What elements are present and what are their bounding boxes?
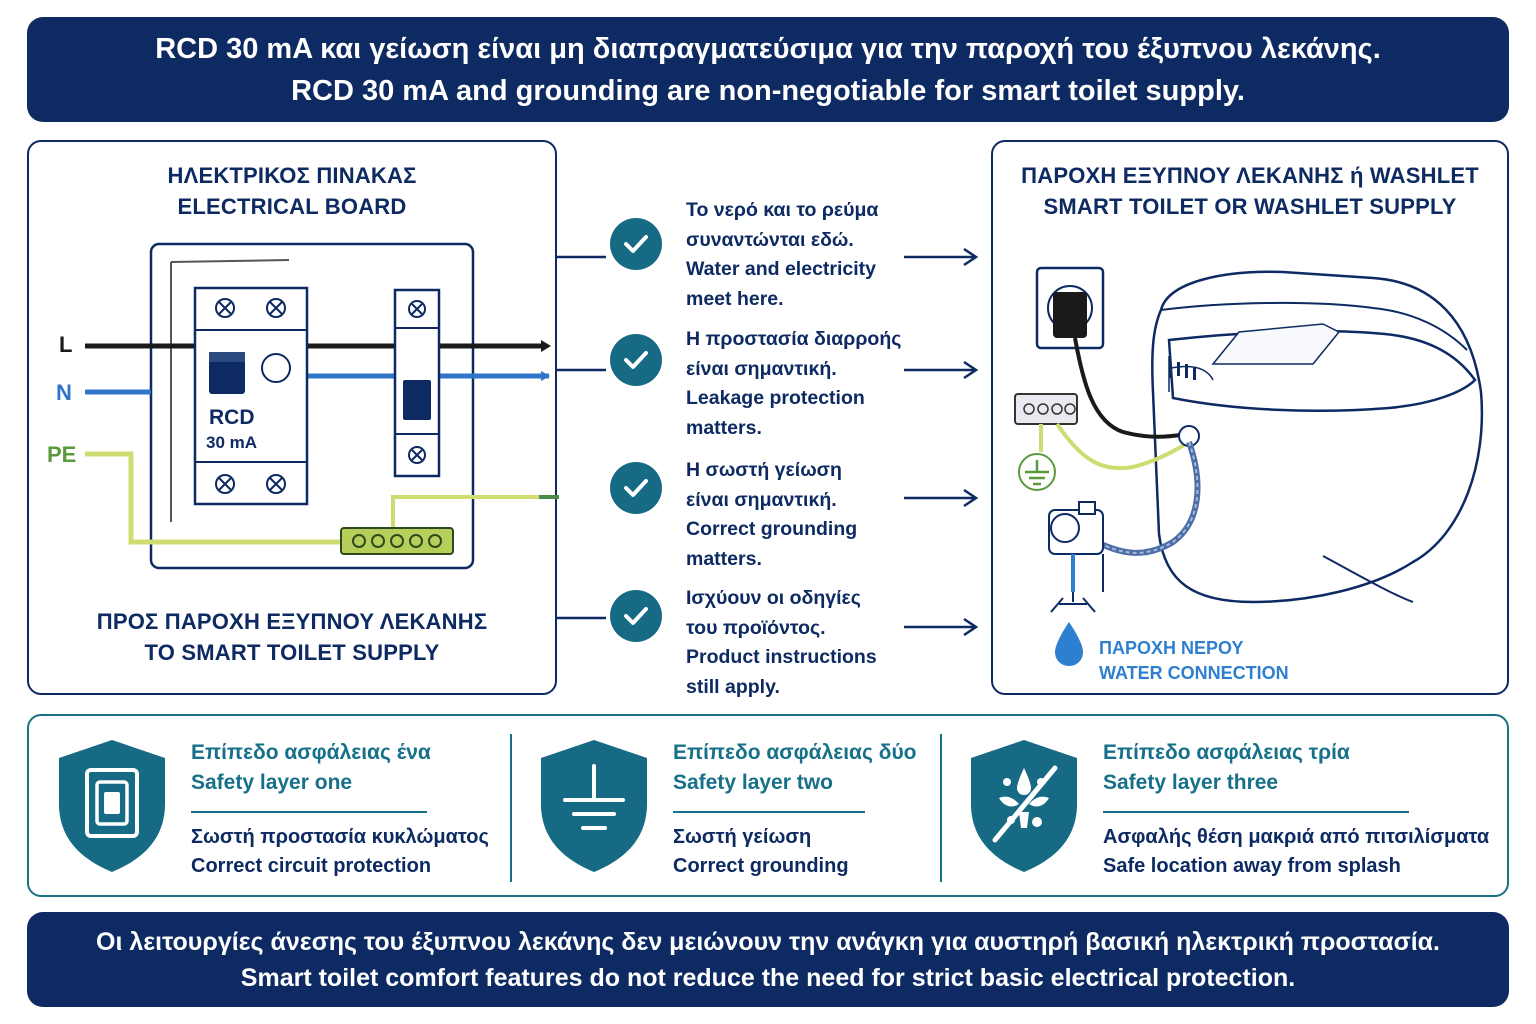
check-icon <box>610 218 662 270</box>
toilet-title-greek: ΠΑΡΟΧΗ ΕΞΥΠΝΟΥ ΛΕΚΑΝΗΣ ή WASHLET <box>1021 163 1479 188</box>
layer-three-description: Ασφαλής θέση μακριά από πιτσιλίσματα Saf… <box>1103 826 1490 877</box>
layer-two-title: Επίπεδο ασφάλειας δύο Safety layer two <box>673 741 917 794</box>
pe-wire-out <box>391 495 559 528</box>
water-drop-icon <box>1055 622 1083 666</box>
header-banner: RCD 30 mA και γείωση είναι μη διαπραγματ… <box>27 17 1509 122</box>
layer-two-description: Σωστή γείωση Correct grounding <box>673 826 849 877</box>
header-text-greek: RCD 30 mA και γείωση είναι μη διαπραγματ… <box>155 32 1381 65</box>
toilet-diagram: ΠΑΡΟΧΗ ΝΕΡΟΥ WATER CONNECTION <box>1014 266 1484 683</box>
check-item-water-electricity: Το νερό και το ρεύμα συναντώνται εδώ. Wa… <box>686 199 879 310</box>
breaker-shield-icon <box>59 740 165 872</box>
board-footer-greek: ΠΡΟΣ ΠΑΡΟΧΗ ΕΞΥΠΝΟΥ ΛΕΚΑΝΗΣ <box>96 609 488 634</box>
label-n: N <box>56 380 72 405</box>
mcb-toggle <box>403 380 431 420</box>
electrical-board-panel: ΗΛΕΚΤΡΙΚΟΣ ΠΙΝΑΚΑΣ ELECTRICAL BOARD <box>27 140 559 695</box>
pe-wire <box>85 451 341 545</box>
rcd-label: RCD <box>209 406 255 429</box>
rcd-rating: 30 mA <box>206 433 257 452</box>
board-title-greek: ΗΛΕΚΤΡΙΚΟΣ ΠΙΝΑΚΑΣ <box>167 163 417 188</box>
plug-icon <box>1053 292 1087 338</box>
footer-text-english: Smart toilet comfort features do not red… <box>240 963 1296 992</box>
earth-wire <box>1055 422 1191 471</box>
earth-terminal-screws <box>352 534 442 548</box>
label-l: L <box>59 332 72 357</box>
layer-divider <box>940 734 942 882</box>
layer-two-rule <box>673 811 865 813</box>
no-splash-shield-icon <box>971 740 1077 872</box>
earth-terminal-bar <box>340 527 454 555</box>
layer-divider <box>510 734 512 882</box>
check-item-grounding: Η σωστή γείωση είναι σημαντική. Correct … <box>686 459 858 570</box>
safety-layer-three: Επίπεδο ασφάλειας τρία Safety layer thre… <box>941 716 1509 895</box>
check-item-leakage: Η προστασία διαρροής είναι σημαντική. Le… <box>686 328 902 439</box>
smart-toilet-panel: ΠΑΡΟΧΗ ΕΞΥΠΝΟΥ ΛΕΚΑΝΗΣ ή WASHLET SMART T… <box>991 140 1509 695</box>
water-label-english: WATER CONNECTION <box>1099 663 1289 683</box>
power-cable <box>1073 337 1188 439</box>
footer-text-greek: Οι λειτουργίες άνεσης του έξυπνου λεκάνη… <box>96 927 1440 956</box>
rcd-device <box>193 286 309 506</box>
ground-shield-icon <box>541 740 647 872</box>
neutral-wire-arrow <box>541 371 550 381</box>
check-icon <box>610 462 662 514</box>
safety-layers-panel: Επίπεδο ασφάλειας ένα Safety layer one Σ… <box>27 714 1509 897</box>
rcd-toggle <box>209 352 245 394</box>
toilet-body <box>1151 270 1484 604</box>
board-mount-line <box>170 259 290 263</box>
board-footer-english: TO SMART TOILET SUPPLY <box>144 640 440 665</box>
mcb-screw-icons <box>408 300 426 464</box>
safety-layer-one: Επίπεδο ασφάλειας ένα Safety layer one Σ… <box>29 716 509 895</box>
water-label-greek: ΠΑΡΟΧΗ ΝΕΡΟΥ <box>1099 638 1244 658</box>
check-icon <box>610 590 662 642</box>
layer-three-title: Επίπεδο ασφάλειας τρία Safety layer thre… <box>1103 741 1350 794</box>
rcd-screw-icons <box>215 298 286 494</box>
layer-three-rule <box>1103 811 1409 813</box>
layer-one-title: Επίπεδο ασφάλειας ένα Safety layer one <box>191 741 431 794</box>
live-wire-arrow <box>541 340 551 352</box>
safety-layer-two: Επίπεδο ασφάλειας δύο Safety layer two Σ… <box>511 716 941 895</box>
toilet-control-buttons <box>1169 362 1196 380</box>
layer-one-rule <box>191 811 427 813</box>
rcd-test-button <box>261 353 291 383</box>
board-title-english: ELECTRICAL BOARD <box>177 194 407 219</box>
footer-banner: Οι λειτουργίες άνεσης του έξυπνου λεκάνη… <box>27 912 1509 1007</box>
toilet-title: ΠΑΡΟΧΗ ΕΞΥΠΝΟΥ ΛΕΚΑΝΗΣ ή WASHLET SMART T… <box>993 160 1507 222</box>
terminal-block <box>1014 393 1078 425</box>
layer-one-description: Σωστή προστασία κυκλώματος Correct circu… <box>191 826 489 877</box>
header-text-english: RCD 30 mA and grounding are non-negotiab… <box>291 74 1245 107</box>
check-item-instructions: Ισχύουν οι οδηγίες του προϊόντος. Produc… <box>686 587 877 698</box>
board-diagram: RCD 30 mA L N PE <box>47 242 559 570</box>
check-icon <box>610 334 662 386</box>
toilet-title-english: SMART TOILET OR WASHLET SUPPLY <box>1043 194 1457 219</box>
board-title: ΗΛΕΚΤΡΙΚΟΣ ΠΙΝΑΚΑΣ ELECTRICAL BOARD <box>29 160 555 222</box>
label-pe: PE <box>47 442 76 467</box>
board-footer: ΠΡΟΣ ΠΑΡΟΧΗ ΕΞΥΠΝΟΥ ΛΕΚΑΝΗΣ TO SMART TOI… <box>29 606 555 668</box>
